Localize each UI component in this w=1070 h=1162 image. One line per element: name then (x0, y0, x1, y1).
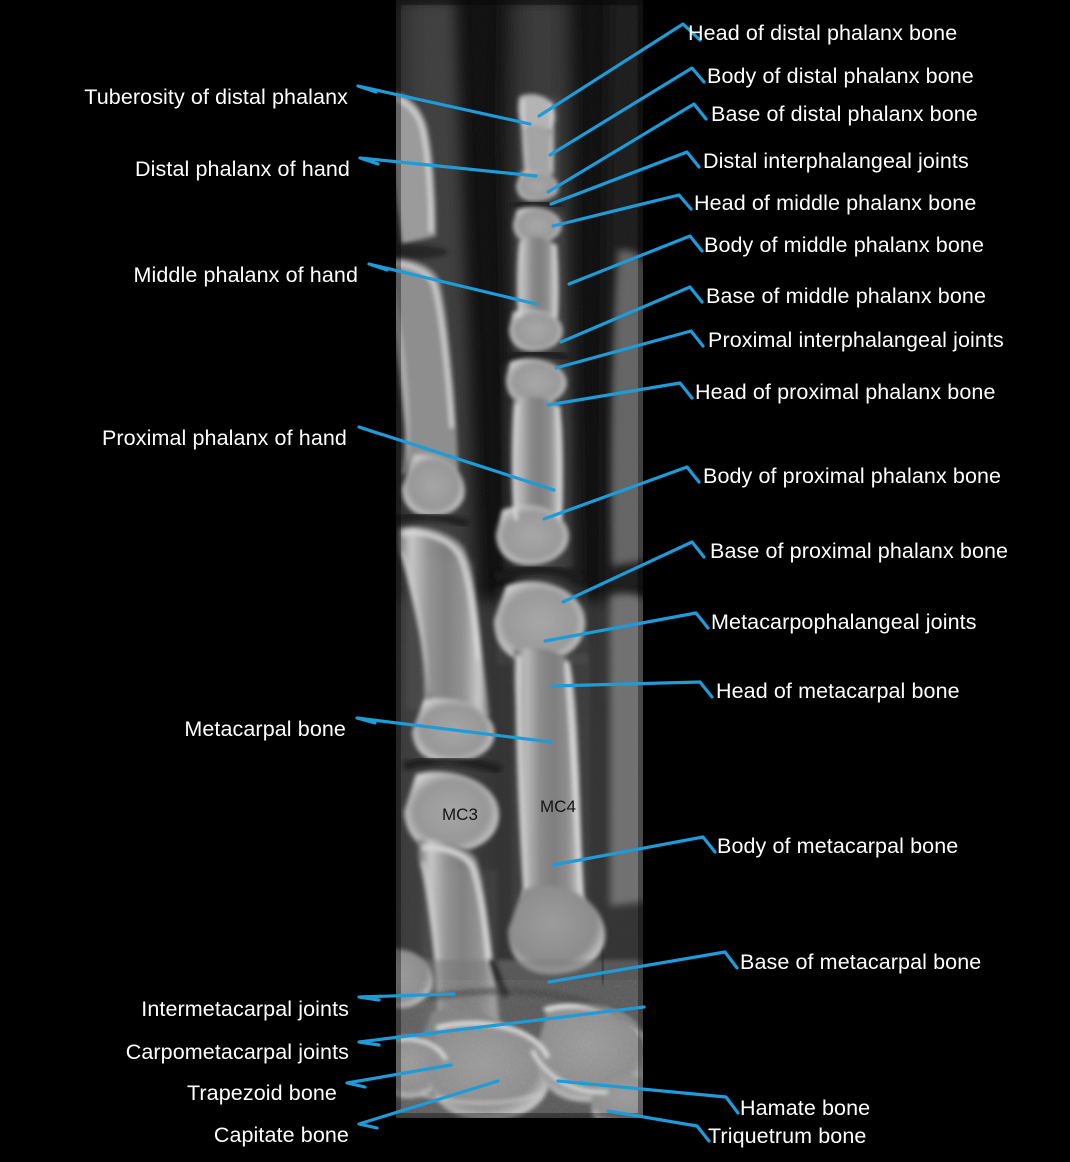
label-base-of-metacarpal-bone: Base of metacarpal bone (740, 950, 982, 974)
label-hamate-bone: Hamate bone (740, 1096, 871, 1120)
label-intermetacarpal-joints: Intermetacarpal joints (141, 997, 349, 1021)
inline-label-mc4: MC4 (540, 797, 576, 816)
label-metacarpal-bone: Metacarpal bone (184, 717, 346, 741)
label-base-of-proximal-phalanx-bone: Base of proximal phalanx bone (710, 539, 1009, 563)
label-carpometacarpal-joints: Carpometacarpal joints (125, 1040, 349, 1064)
label-body-of-middle-phalanx-bone: Body of middle phalanx bone (704, 233, 985, 257)
label-middle-phalanx-of-hand: Middle phalanx of hand (133, 263, 358, 287)
label-triquetrum-bone: Triquetrum bone (708, 1124, 867, 1148)
label-metacarpophalangeal-joints: Metacarpophalangeal joints (711, 610, 977, 634)
label-base-of-middle-phalanx-bone: Base of middle phalanx bone (706, 284, 987, 308)
radiograph-render (396, 0, 643, 1118)
label-head-of-metacarpal-bone: Head of metacarpal bone (716, 679, 960, 703)
label-base-of-distal-phalanx-bone: Base of distal phalanx bone (711, 102, 978, 126)
label-capitate-bone: Capitate bone (213, 1123, 349, 1147)
label-trapezoid-bone: Trapezoid bone (186, 1081, 337, 1105)
label-distal-phalanx-of-hand: Distal phalanx of hand (135, 157, 350, 181)
label-tuberosity-of-distal-phalanx: Tuberosity of distal phalanx (84, 85, 348, 109)
label-proximal-phalanx-of-hand: Proximal phalanx of hand (101, 426, 347, 450)
label-head-of-middle-phalanx-bone: Head of middle phalanx bone (694, 191, 977, 215)
label-body-of-distal-phalanx-bone: Body of distal phalanx bone (707, 64, 974, 88)
label-head-of-distal-phalanx-bone: Head of distal phalanx bone (688, 21, 958, 45)
label-body-of-proximal-phalanx-bone: Body of proximal phalanx bone (703, 464, 1002, 488)
label-distal-interphalangeal-joints: Distal interphalangeal joints (703, 149, 969, 173)
inline-label-mc3: MC3 (442, 805, 478, 824)
hand-radiograph-image (396, 0, 643, 1118)
label-head-of-proximal-phalanx-bone: Head of proximal phalanx bone (695, 380, 996, 404)
label-proximal-interphalangeal-joints: Proximal interphalangeal joints (708, 328, 1004, 352)
label-body-of-metacarpal-bone: Body of metacarpal bone (717, 834, 959, 858)
